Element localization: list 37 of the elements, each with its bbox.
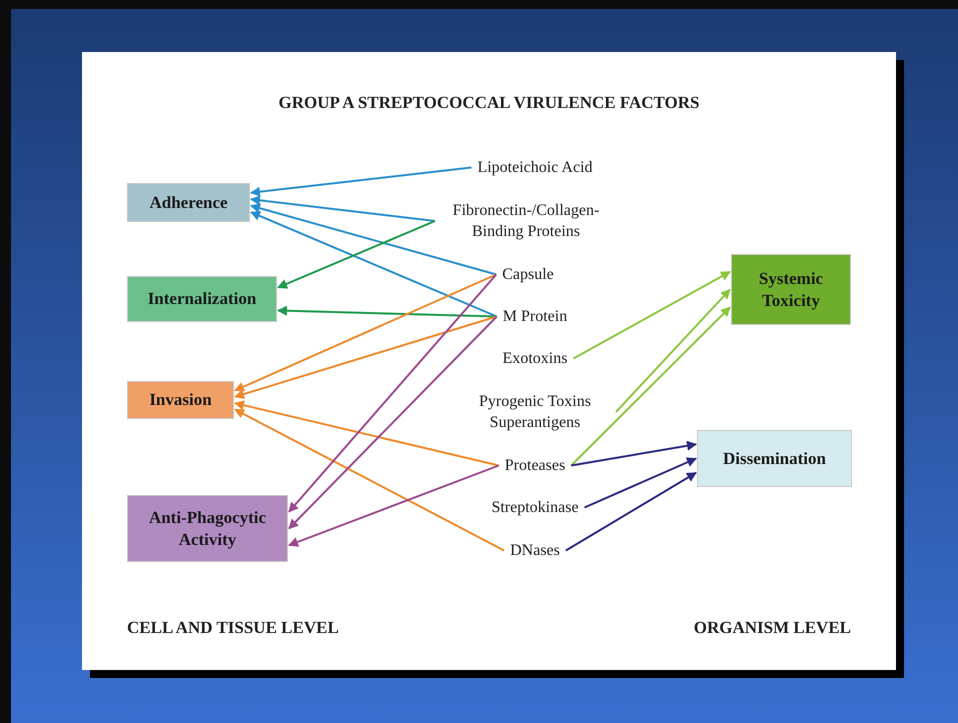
arrow [250,211,498,318]
level-heading: CELL AND TISSUE LEVEL [127,617,339,639]
factor-box: Anti-Phagocytic Activity [127,495,288,562]
arrow [565,472,697,552]
factor-label: Capsule [502,264,554,285]
arrow [571,440,697,466]
arrow [234,408,505,552]
arrow [570,306,731,466]
title: GROUP A STREPTOCOCCAL VIRULENCE FACTORS [278,92,700,114]
arrow [250,166,472,197]
factor-label: Proteases [504,455,566,476]
arrow [572,270,731,360]
arrow [234,400,499,466]
factor-label: Lipoteichoic Acid [477,157,593,178]
arrow [277,220,436,289]
factor-label: Exotoxins [502,348,568,369]
arrow [584,458,697,508]
level-heading: ORGANISM LEVEL [694,617,851,639]
factor-box: Adherence [127,183,250,222]
arrow [288,464,500,547]
arrow [288,274,497,512]
factor-label: Pyrogenic Toxins Superantigens [460,391,610,433]
arrow [234,316,498,399]
factor-label: DNases [510,540,560,561]
arrow [615,288,731,413]
arrow [234,274,497,392]
arrow [277,306,497,318]
factor-label: Fibronectin-/Collagen- Binding Proteins [441,200,611,242]
arrow [288,316,498,530]
arrow [250,195,436,222]
factor-box: Systemic Toxicity [731,254,851,325]
factor-box: Invasion [127,381,234,419]
arrow [250,203,496,276]
factor-label: M Protein [502,306,568,327]
factor-box: Internalization [127,276,277,322]
factor-box: Dissemination [697,430,852,487]
factor-label: Streptokinase [491,497,579,518]
